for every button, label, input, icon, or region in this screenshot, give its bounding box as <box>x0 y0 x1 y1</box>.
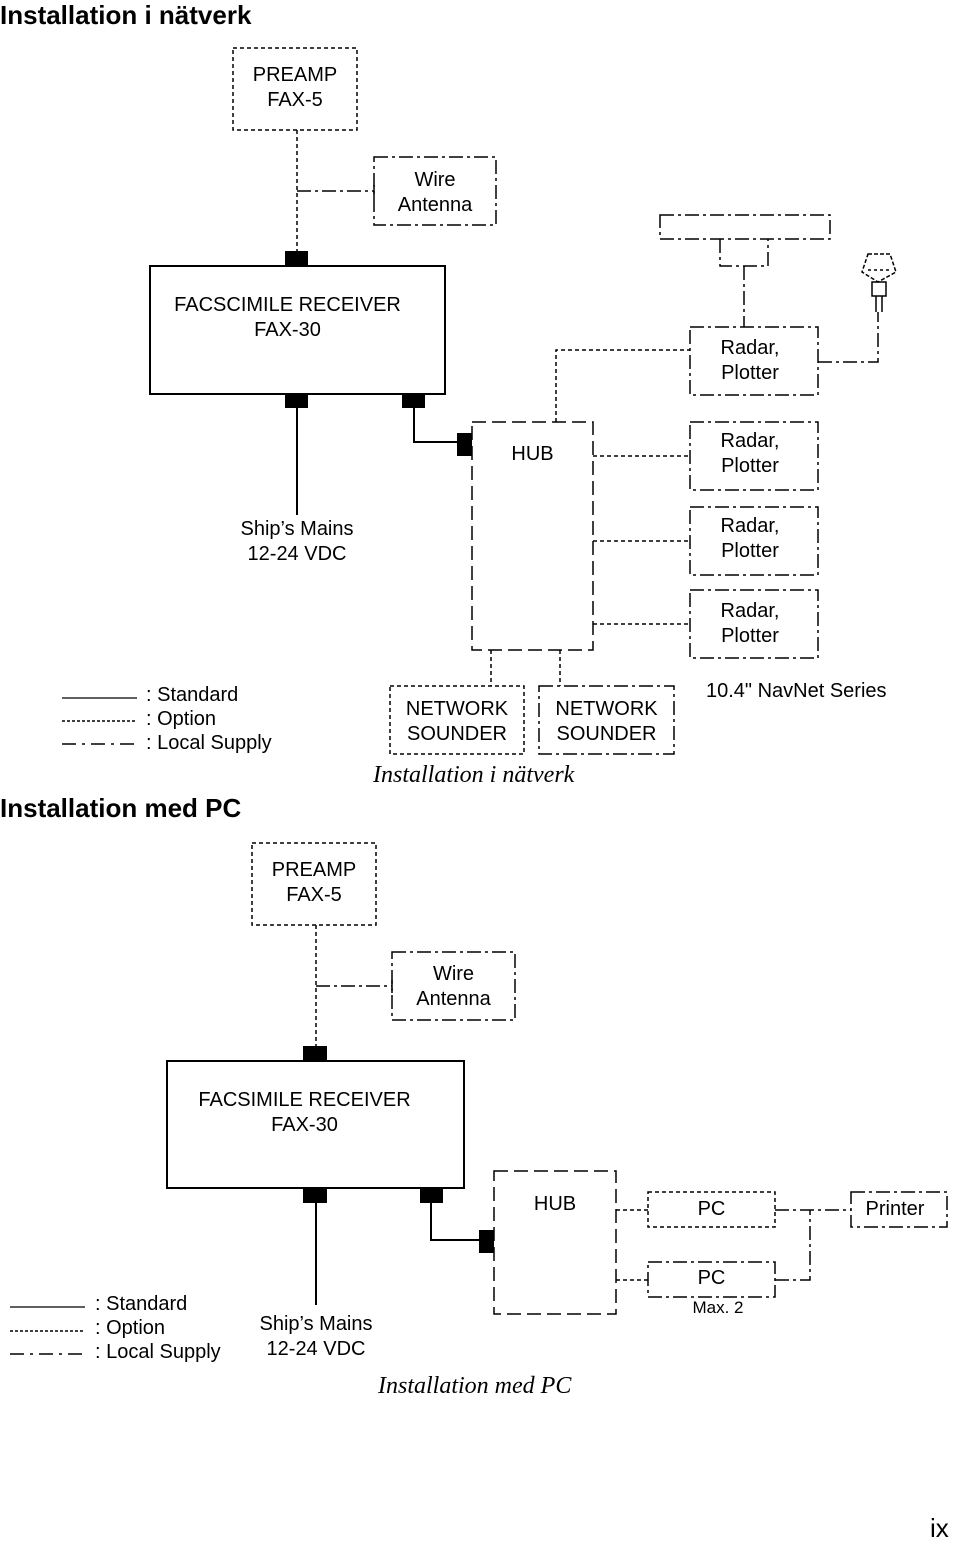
legend-standard-label: : Standard <box>95 1293 188 1315</box>
wire-antenna-box-pc <box>391 951 516 1021</box>
radar-line-1: Radar, <box>720 430 780 452</box>
sounder-line-1: NETWORK <box>555 698 658 720</box>
sounder-box-1 <box>389 685 525 755</box>
mains-line-1: Ship’s Mains <box>259 1313 373 1335</box>
preamp-line-1: PREAMP <box>271 859 357 881</box>
max-note-label: Max. 2 <box>692 1298 744 1317</box>
mains-line-1: Ship’s Mains <box>240 518 354 540</box>
radar-line-1: Radar, <box>720 337 780 359</box>
legend-standard-label: : Standard <box>146 684 239 706</box>
sounder-line-1: NETWORK <box>405 698 509 720</box>
radar-line-2: Plotter <box>721 540 779 562</box>
caption-pc: Installation med PC <box>378 1373 572 1399</box>
mains-line-2: 12-24 VDC <box>247 543 347 565</box>
preamp-box-pc <box>251 842 377 926</box>
legend-local-supply-label: : Local Supply <box>95 1341 221 1363</box>
legend-option-label: : Option <box>146 708 217 730</box>
preamp-line-2: FAX-5 <box>286 884 342 906</box>
printer-label: Printer <box>865 1198 925 1220</box>
preamp-line-2: FAX-5 <box>267 89 323 111</box>
mains-line-2: 12-24 VDC <box>266 1338 366 1360</box>
radar-box-1 <box>689 326 819 396</box>
wire-antenna-line-2: Antenna <box>416 988 491 1010</box>
pc-box-1 <box>647 1191 776 1228</box>
radar-line-2: Plotter <box>721 362 779 384</box>
connector-blocks <box>285 251 494 1253</box>
sounder-box-2 <box>538 685 675 755</box>
hub-label-network: HUB <box>511 443 554 465</box>
sounder-line-2: SOUNDER <box>406 723 507 745</box>
hub-label-pc: HUB <box>533 1193 577 1215</box>
radar-line-2: Plotter <box>721 455 779 477</box>
receiver-line-2: FAX-30 <box>271 1114 338 1136</box>
radar-box-2 <box>689 421 819 491</box>
radar-line-1: Radar, <box>720 600 780 622</box>
radar-box-4 <box>689 589 819 659</box>
heading-network: Installation i nätverk <box>0 0 252 30</box>
handset-icon <box>861 253 897 312</box>
wire-antenna-line-1: Wire <box>432 963 475 985</box>
preamp-line-1: PREAMP <box>252 64 338 86</box>
navnet-series-label: 10.4" NavNet Series <box>706 680 887 702</box>
legend-option-label: : Option <box>95 1317 166 1339</box>
radar-line-1: Radar, <box>720 515 780 537</box>
pc-label-1: PC <box>697 1198 726 1220</box>
wire-antenna-line-2: Antenna <box>397 194 473 216</box>
pc-label-2: PC <box>697 1267 726 1289</box>
wire-antenna-line-1: Wire <box>414 169 456 191</box>
receiver-line-1: FACSIMILE RECEIVER <box>198 1089 411 1111</box>
hub-box-network <box>471 421 594 651</box>
caption-network: Installation i nätverk <box>373 762 575 788</box>
preamp-box-network <box>232 47 358 131</box>
radar-antenna-icon <box>659 214 831 240</box>
radar-line-2: Plotter <box>721 625 779 647</box>
receiver-line-2: FAX-30 <box>254 319 321 341</box>
page-number: ix <box>930 1513 949 1543</box>
radar-box-3 <box>689 506 819 576</box>
hub-box-pc <box>493 1170 617 1315</box>
sounder-line-2: SOUNDER <box>556 723 657 745</box>
heading-pc: Installation med PC <box>0 793 242 823</box>
legend-local-supply-label: : Local Supply <box>146 732 272 754</box>
receiver-line-1: FACSCIMILE RECEIVER <box>174 294 401 316</box>
